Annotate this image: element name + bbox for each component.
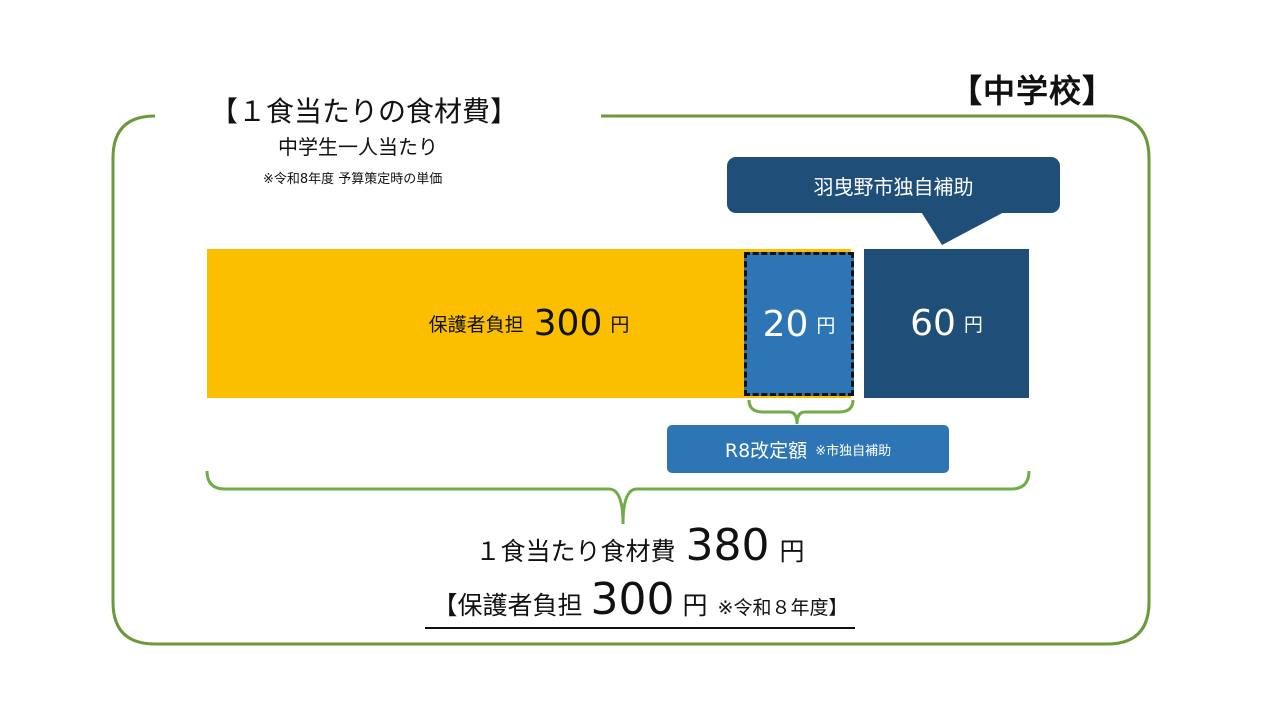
box-title: 【１食当たりの食材費】 [210, 95, 519, 128]
box-note: ※令和8年度 予算策定時の単価 [263, 172, 443, 187]
revision-label: R8改定額 ※市独自補助 [667, 425, 949, 473]
revision-brace [747, 399, 855, 425]
burden-unit: 円 [682, 591, 708, 620]
segment-unit: 円 [816, 314, 836, 337]
segment-unit: 円 [610, 314, 630, 336]
segment-value: 60 [910, 303, 956, 344]
burden-value: 300 [590, 574, 675, 625]
callout-label: 羽曳野市独自補助 [813, 174, 974, 199]
revision-label-text: R8改定額 [724, 439, 808, 462]
callout-pointer [920, 210, 1008, 245]
total-unit: 円 [779, 537, 805, 566]
school-type-label: 【中学校】 [950, 72, 1116, 110]
bar-segment-city-subsidy: 60 円 [864, 249, 1029, 398]
segment-unit: 円 [963, 314, 983, 336]
bar-segment-revision: 20 円 [744, 252, 854, 396]
segment-value: 300 [533, 303, 603, 344]
box-subtitle: 中学生一人当たり [278, 135, 438, 159]
total-cost-line: １食当たり食材費 380 円 [0, 520, 1280, 571]
burden-prefix: 【保護者負担 [432, 591, 583, 620]
burden-note: ※令和８年度】 [717, 597, 848, 619]
city-subsidy-callout: 羽曳野市独自補助 [727, 157, 1060, 213]
total-brace [205, 470, 1031, 525]
segment-label: 保護者負担 [428, 314, 524, 336]
revision-label-note: ※市独自補助 [815, 443, 892, 459]
outer-frame-border [111, 114, 1151, 646]
segment-value: 20 [762, 303, 809, 345]
bar-segment-parent-burden: 保護者負担 300 円 [207, 249, 851, 398]
total-value: 380 [685, 520, 770, 571]
total-prefix: １食当たり食材費 [475, 537, 676, 566]
